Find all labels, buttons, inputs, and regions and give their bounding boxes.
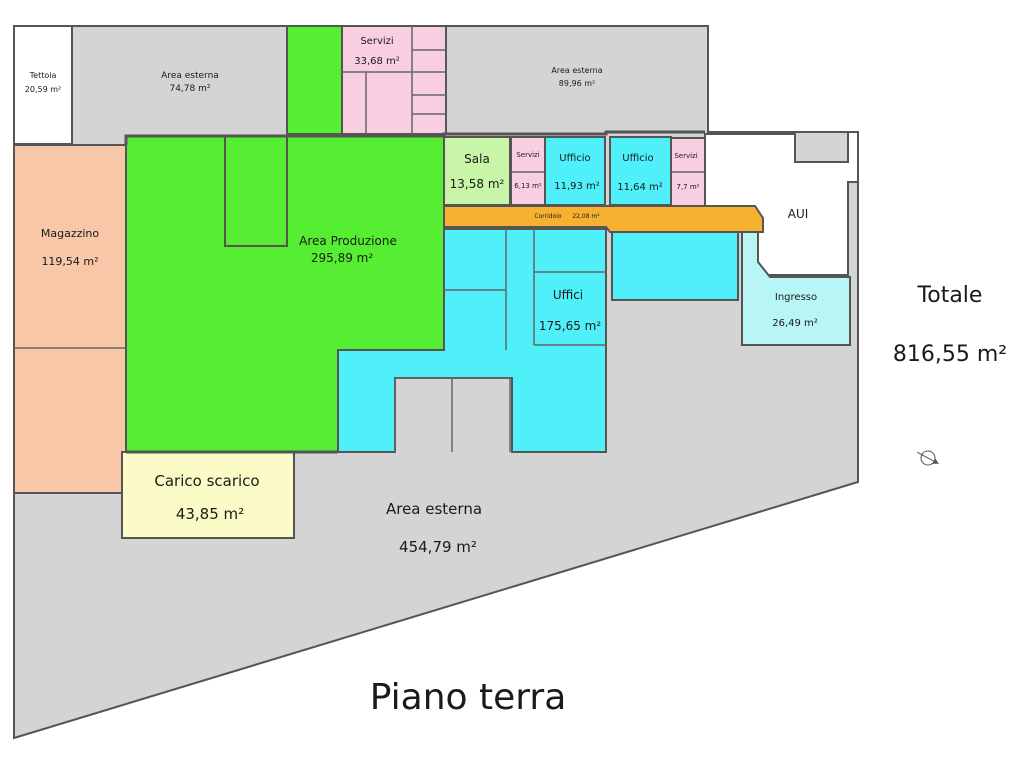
uffici-label: Uffici <box>553 288 583 302</box>
ingresso-label: Ingresso <box>775 292 817 303</box>
servizi-right-area: 7,7 m² <box>677 183 700 191</box>
produzione-inner-block-1 <box>224 135 288 247</box>
compass-icon <box>917 450 939 466</box>
servizi-small-zone <box>510 136 546 206</box>
servizi-small-area: 6,13 m² <box>514 182 542 190</box>
aui-label: AUI <box>788 207 809 221</box>
ufficio-2-area: 11,64 m² <box>617 182 663 193</box>
total-label: Totale <box>917 283 983 308</box>
ingresso-zone <box>741 231 851 346</box>
area-produzione-label: Area Produzione <box>299 234 397 248</box>
servizi-top-label: Servizi <box>360 36 393 47</box>
ufficio-1-label: Ufficio <box>559 153 590 164</box>
carico-scarico-label: Carico scarico <box>154 472 259 490</box>
corridoio-area: 22,08 m² <box>572 213 600 220</box>
sala-area: 13,58 m² <box>450 177 505 191</box>
sala-zone <box>443 136 511 206</box>
outer-wall <box>124 130 705 145</box>
ingresso-area: 26,49 m² <box>772 318 818 329</box>
uffici-area: 175,65 m² <box>539 319 601 333</box>
carico-scarico-zone <box>121 451 295 539</box>
uffici-right-zone <box>611 231 739 301</box>
magazzino-zone <box>13 144 127 494</box>
produzione-inner-block-2 <box>286 25 343 135</box>
tettoia-label: Tettoia <box>29 71 57 80</box>
area-esterna-1-area: 74,78 m² <box>169 84 210 94</box>
ufficio-1-zone <box>544 136 606 206</box>
magazzino-area: 119,54 m² <box>41 255 98 268</box>
servizi-right-label: Servizi <box>674 152 697 160</box>
area-esterna-2-area: 89,96 m² <box>559 79 595 88</box>
sala-label: Sala <box>464 152 490 166</box>
servizi-top-zone <box>341 25 447 135</box>
ufficio-2-label: Ufficio <box>622 153 653 164</box>
tettoia-zone <box>13 25 73 145</box>
area-esterna-main-area: 454,79 m² <box>399 538 477 556</box>
area-produzione-area: 295,89 m² <box>311 251 373 265</box>
tettoia-area: 20,59 m² <box>25 85 61 94</box>
ufficio-2-zone <box>609 136 672 206</box>
area-esterna-main-label: Area esterna <box>386 500 482 518</box>
area-esterna-2-label: Area esterna <box>551 66 602 75</box>
servizi-small-label: Servizi <box>516 151 539 159</box>
corridoio-label: Corridoio <box>534 213 562 220</box>
magazzino-label: Magazzino <box>41 227 100 240</box>
ufficio-1-area: 11,93 m² <box>554 181 600 192</box>
floor-title: Piano terra <box>370 677 567 718</box>
carico-scarico-area: 43,85 m² <box>176 505 244 523</box>
area-esterna-1-label: Area esterna <box>161 71 219 81</box>
servizi-top-area: 33,68 m² <box>354 56 400 67</box>
total-value: 816,55 m² <box>893 342 1007 367</box>
